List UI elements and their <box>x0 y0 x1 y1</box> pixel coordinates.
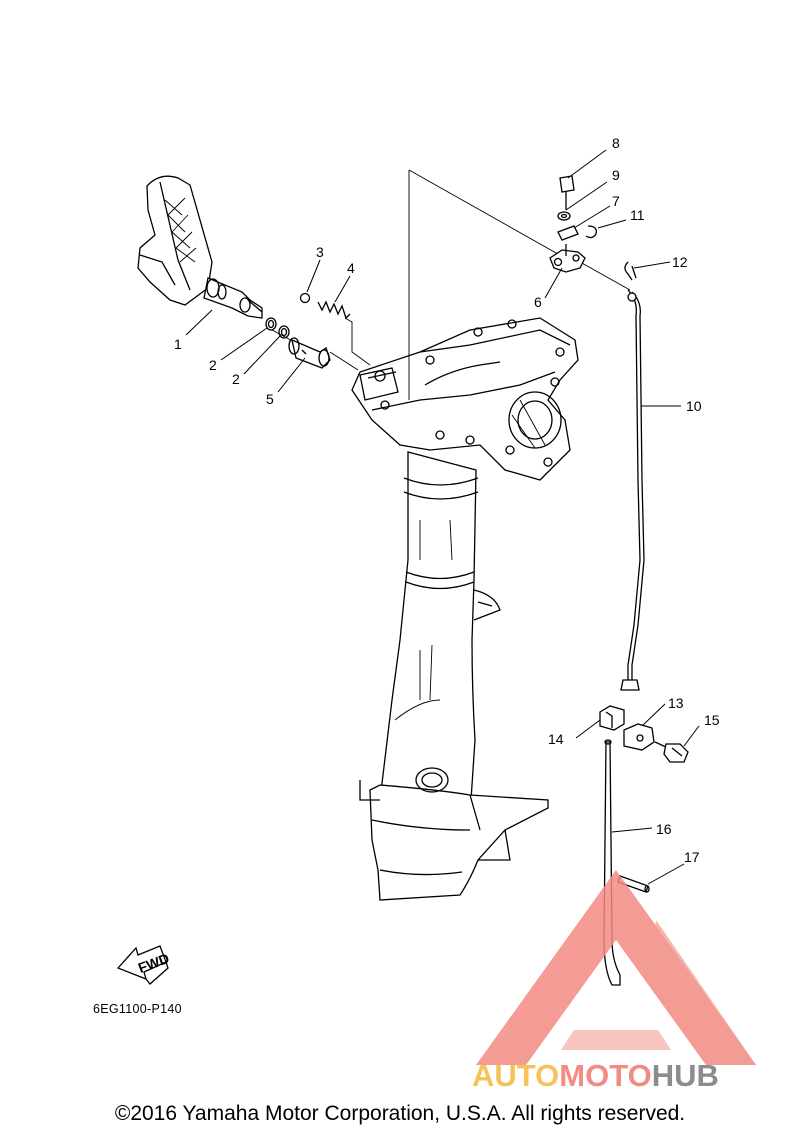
lever-bracket <box>549 175 597 273</box>
svg-text:AUTOMOTOHUB: AUTOMOTOHUB <box>472 1058 719 1093</box>
part-label-11: 11 <box>630 207 645 223</box>
washers <box>265 317 290 339</box>
part-label-10: 10 <box>686 398 702 414</box>
watermark-auto: AUTO <box>472 1058 559 1093</box>
part-label-4: 4 <box>347 260 355 276</box>
fwd-arrow: FWD <box>116 945 171 985</box>
part-label-15: 15 <box>704 712 720 728</box>
shift-rod <box>620 289 645 691</box>
upper-casing <box>351 317 579 481</box>
part-label-1: 1 <box>174 336 182 352</box>
part-label-3: 3 <box>316 244 324 260</box>
part-label-17: 17 <box>684 849 700 865</box>
part-label-9: 9 <box>612 167 620 183</box>
part-label-2b: 2 <box>232 371 240 387</box>
part-label-7: 7 <box>612 193 620 209</box>
collar <box>288 337 331 369</box>
part-label-2: 2 <box>209 357 217 373</box>
watermark-moto: MOTO <box>559 1058 651 1093</box>
cotter-pin <box>624 261 637 281</box>
part-label-12: 12 <box>672 254 688 270</box>
leader-lines <box>185 149 700 885</box>
diagram-code: 6EG1100-P140 <box>93 1002 182 1016</box>
part-label-14: 14 <box>548 731 564 747</box>
copyright-notice: ©2016 Yamaha Motor Corporation, U.S.A. A… <box>114 1102 686 1125</box>
spring <box>317 300 351 320</box>
watermark-logo: AUTOMOTOHUB <box>472 870 756 1093</box>
rod-connector <box>599 705 689 763</box>
shift-handle <box>137 175 263 319</box>
part-label-6: 6 <box>534 294 542 310</box>
watermark-hub: HUB <box>652 1058 719 1093</box>
lower-casing <box>359 451 549 901</box>
part-label-8: 8 <box>612 135 620 151</box>
part-label-13: 13 <box>668 695 684 711</box>
part-labels: 1 2 2 3 4 5 6 7 8 9 10 11 12 13 14 15 16… <box>174 135 720 865</box>
ball <box>299 292 311 304</box>
watermark-triangle-icon <box>476 870 756 1065</box>
part-label-5: 5 <box>266 391 274 407</box>
part-label-16: 16 <box>656 821 672 837</box>
